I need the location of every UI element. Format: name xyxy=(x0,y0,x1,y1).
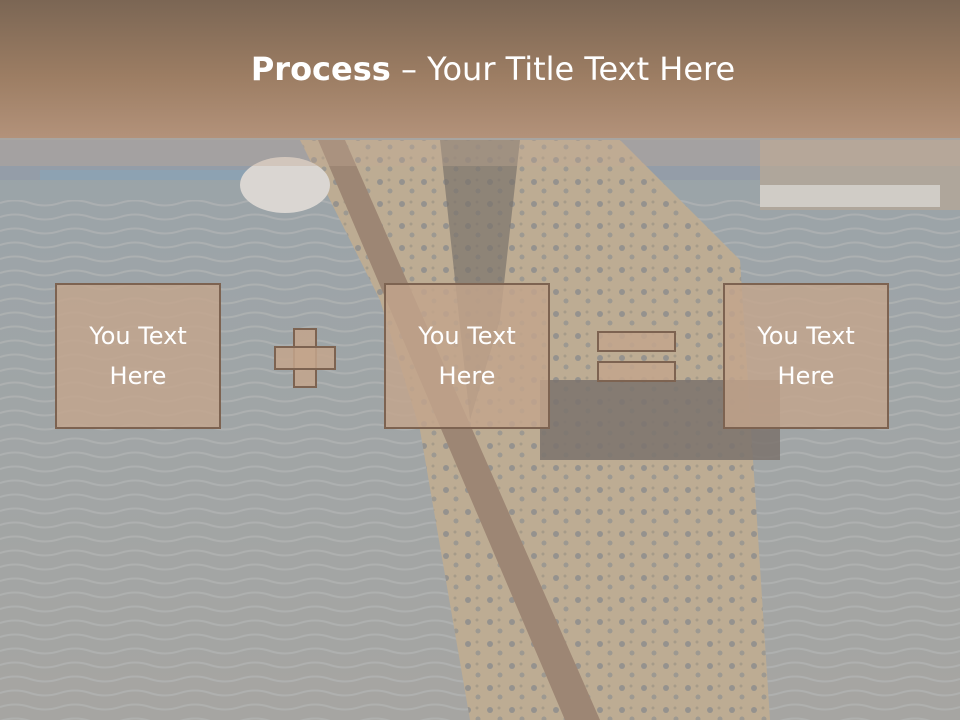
process-box-3-label: You Text Here xyxy=(757,322,855,390)
title-band xyxy=(0,138,960,166)
plus-icon-center xyxy=(295,348,315,368)
title-bar xyxy=(0,0,960,138)
equals-icon-bottom-bar xyxy=(597,361,676,382)
title-bold: Process xyxy=(250,50,391,88)
process-box-2-label: You Text Here xyxy=(418,322,516,390)
equals-icon-top-bar xyxy=(597,331,676,352)
slide-title[interactable]: Process – Your Title Text Here xyxy=(0,50,960,88)
process-box-1[interactable]: You Text Here xyxy=(55,283,221,429)
process-box-3[interactable]: You Text Here xyxy=(723,283,889,429)
process-box-1-label: You Text Here xyxy=(89,322,187,390)
process-box-2[interactable]: You Text Here xyxy=(384,283,550,429)
title-rest: – Your Title Text Here xyxy=(390,50,736,88)
